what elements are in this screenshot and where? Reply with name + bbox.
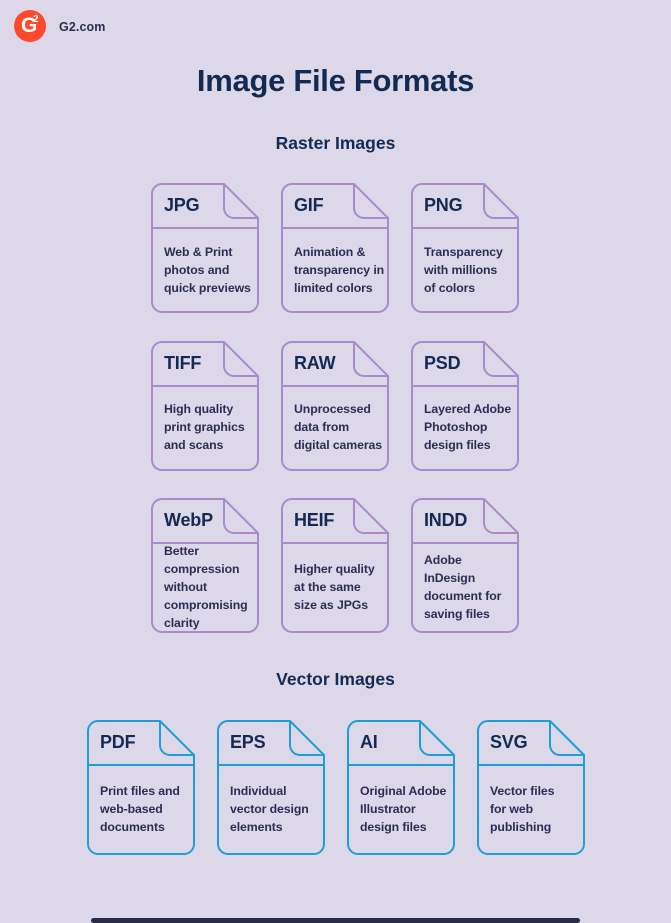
card-webp: WebP Better compression without compromi… <box>151 498 259 633</box>
format-description: Print files and web-based documents <box>100 784 180 834</box>
format-name: INDD <box>424 510 468 530</box>
format-description: Individual vector design elements <box>230 784 309 834</box>
bottom-bar <box>91 918 580 923</box>
format-description: Layered Adobe Photoshop design files <box>424 402 512 452</box>
card-pdf: PDF Print files and web-based documents <box>87 720 195 855</box>
format-description: Better compression without compromising … <box>164 544 248 630</box>
card-ai: AI Original Adobe Illustrator design fil… <box>347 720 455 855</box>
format-description: High quality print graphics and scans <box>164 402 245 452</box>
card-psd: PSD Layered Adobe Photoshop design files <box>411 341 519 471</box>
card-tiff: TIFF High quality print graphics and sca… <box>151 341 259 471</box>
format-description: Vector files for web publishing <box>490 784 555 834</box>
format-name: JPG <box>164 195 200 215</box>
card-png: PNG Transparency with millions of colors <box>411 183 519 313</box>
card-jpg: JPG Web & Print photos and quick preview… <box>151 183 259 313</box>
format-description: Web & Print photos and quick previews <box>164 244 251 295</box>
format-description: Adobe InDesign document for saving files <box>424 553 502 621</box>
format-name: EPS <box>230 732 266 752</box>
g2-logo-superscript: 2 <box>33 14 39 25</box>
format-name: GIF <box>294 195 324 215</box>
format-name: TIFF <box>164 352 202 373</box>
card-svg: SVG Vector files for web publishing <box>477 720 585 855</box>
card-indd: INDD Adobe InDesign document for saving … <box>411 498 519 633</box>
card-gif: GIF Animation & transparency in limited … <box>281 183 389 313</box>
vector-section-heading: Vector Images <box>276 669 395 689</box>
card-eps: EPS Individual vector design elements <box>217 720 325 855</box>
card-raw: RAW Unprocessed data from digital camera… <box>281 341 389 471</box>
format-name: WebP <box>164 510 213 530</box>
card-heif: HEIF Higher quality at the same size as … <box>281 498 389 633</box>
format-description: Unprocessed data from digital cameras <box>294 402 383 452</box>
g2-logo-letter: G <box>21 14 38 37</box>
format-name: PDF <box>100 732 136 752</box>
g2-logo-icon: G 2 <box>14 10 46 42</box>
format-name: RAW <box>294 352 336 373</box>
format-name: SVG <box>490 732 528 752</box>
raster-section-heading: Raster Images <box>275 133 396 153</box>
format-name: PSD <box>424 352 461 373</box>
format-description: Original Adobe Illustrator design files <box>360 784 447 834</box>
format-description: Animation & transparency in limited colo… <box>294 244 385 295</box>
format-name: PNG <box>424 195 463 215</box>
raster-grid: JPG Web & Print photos and quick preview… <box>151 183 519 633</box>
brand-label: G2.com <box>59 20 106 34</box>
format-name: AI <box>360 732 378 752</box>
format-description: Higher quality at the same size as JPGs <box>294 562 375 612</box>
vector-grid: PDF Print files and web-based documents … <box>87 720 585 855</box>
page-title: Image File Formats <box>196 63 475 98</box>
format-description: Transparency with millions of colors <box>424 244 503 295</box>
format-name: HEIF <box>294 510 335 530</box>
